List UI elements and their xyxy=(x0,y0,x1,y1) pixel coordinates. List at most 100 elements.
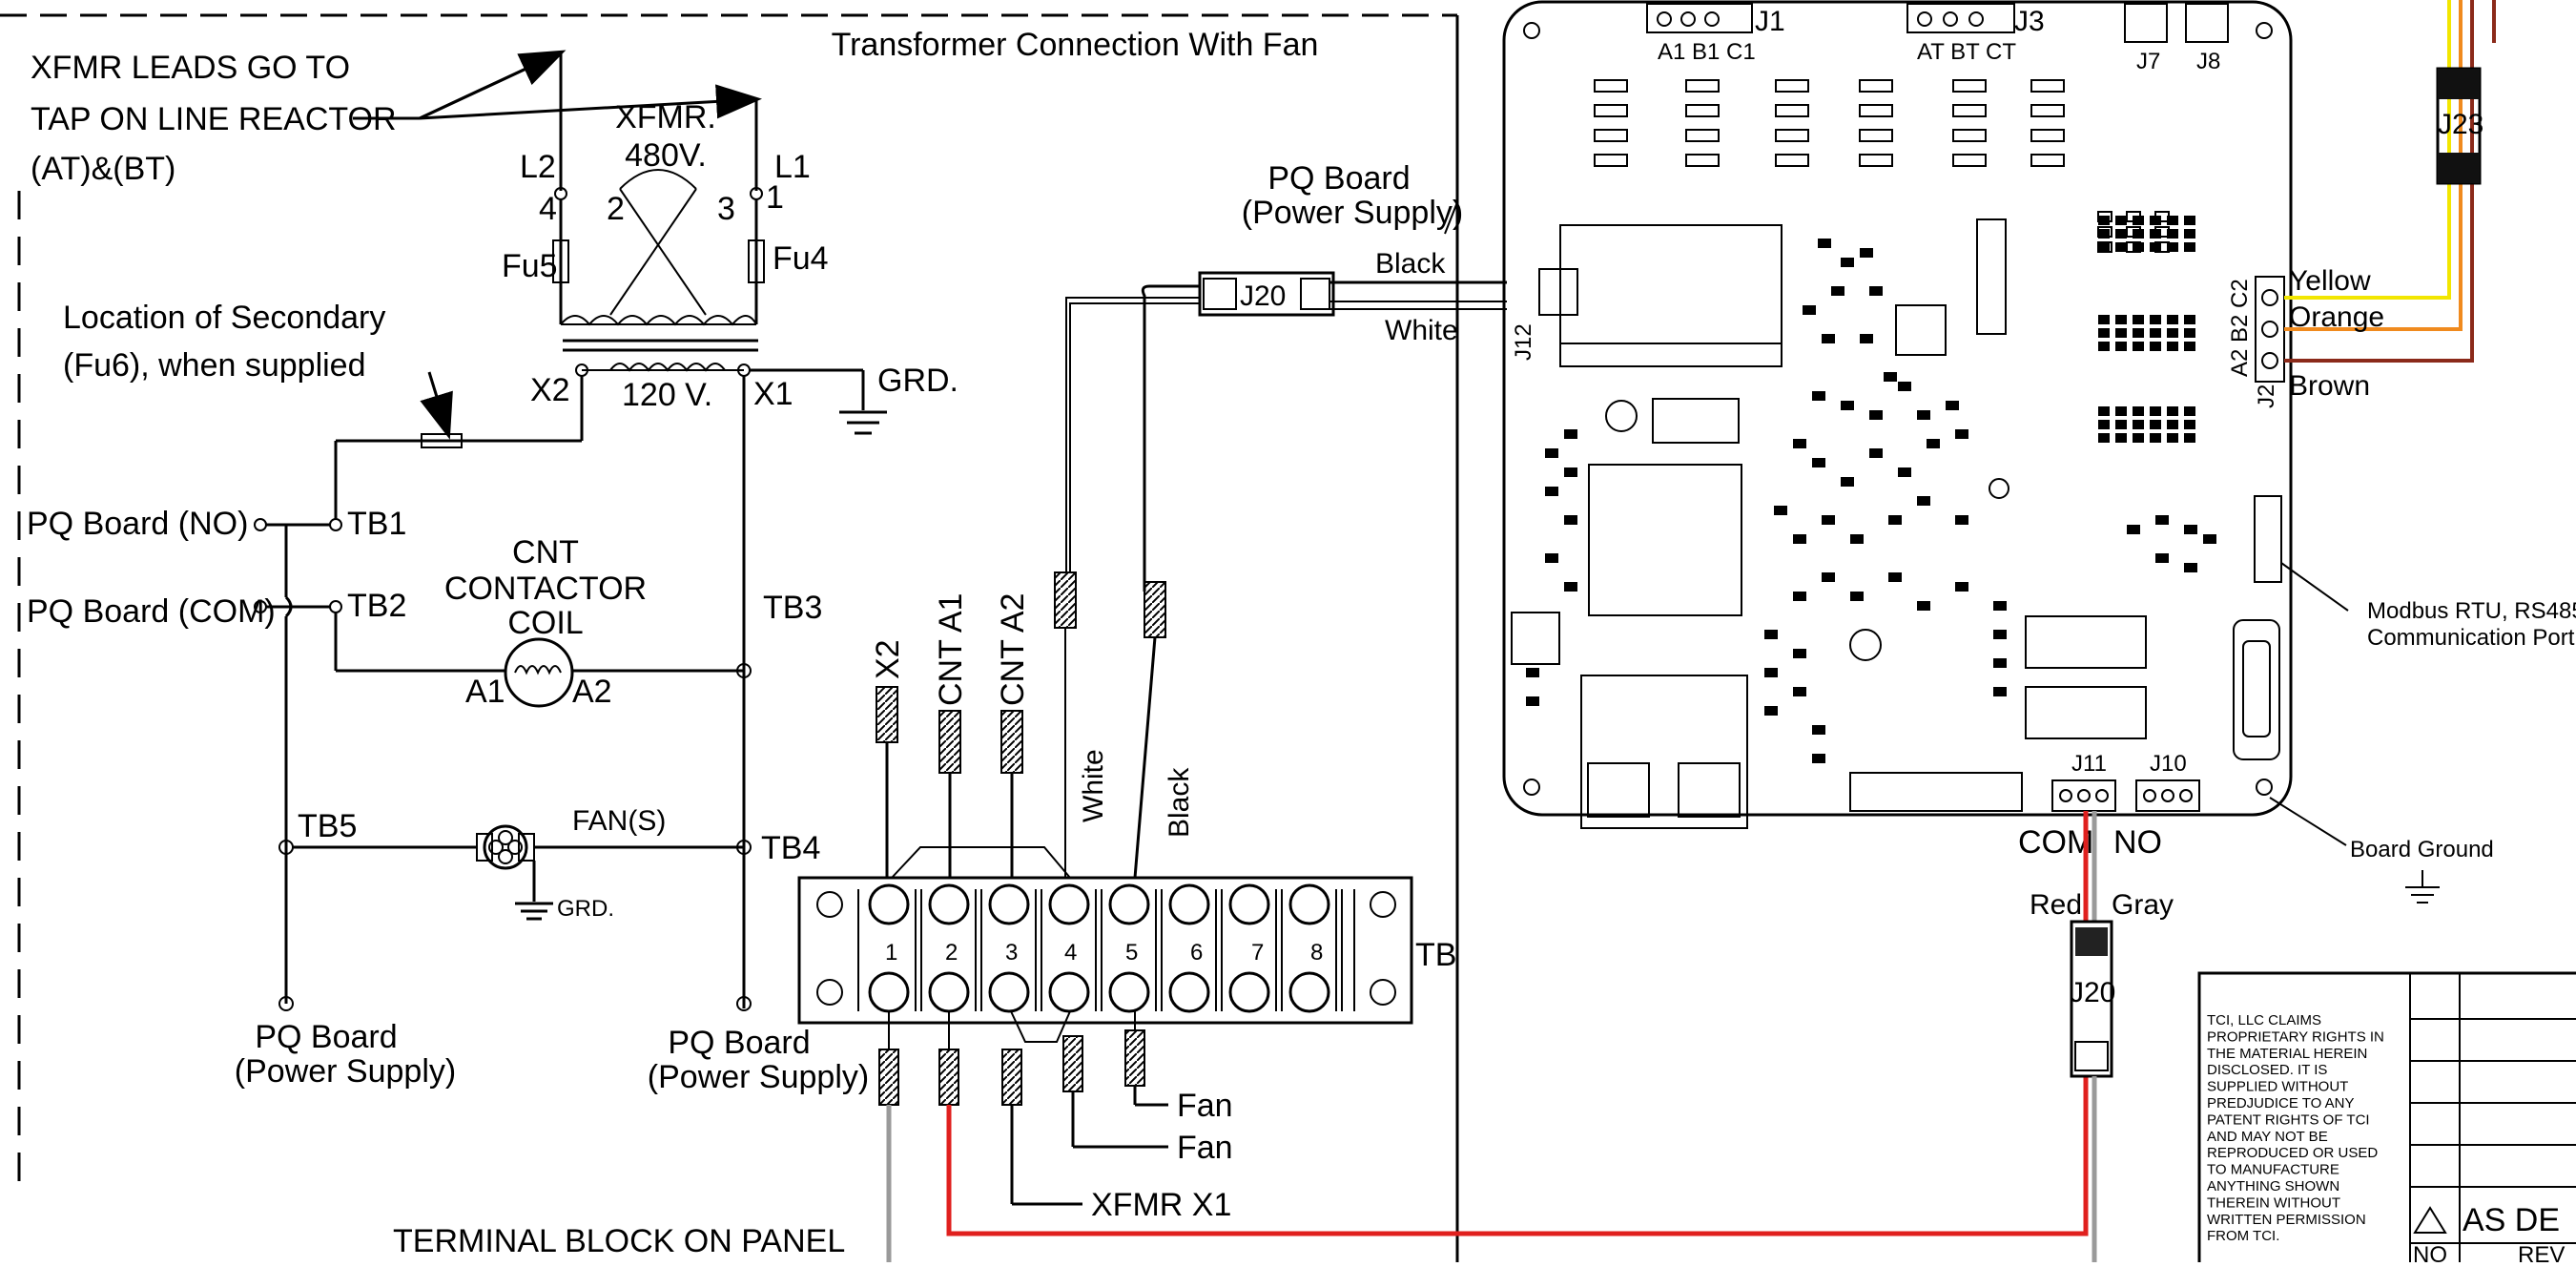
board-j2-pins: A2 B2 C2 xyxy=(2227,279,2253,377)
smd-part xyxy=(1594,154,1628,167)
control-schematic: PQ Board (NO) PQ Board (COM) TB1 TB2 CNT… xyxy=(27,506,869,1095)
smd-part xyxy=(1545,553,1558,563)
tb5-label: TB5 xyxy=(298,808,357,844)
smd-part xyxy=(2133,242,2144,252)
smd-part xyxy=(2167,229,2178,239)
legal-line: PATENT RIGHTS OF TCI xyxy=(2207,1111,2370,1128)
xfmr-tap2: 2 xyxy=(607,191,625,227)
smd-part xyxy=(1774,506,1787,515)
smd-part xyxy=(1564,467,1577,477)
smd-part xyxy=(1993,687,2007,696)
wire-x2: X2 xyxy=(870,639,906,679)
xfmr-tap1: 1 xyxy=(766,179,784,216)
transformer: XFMR. 480V. L2 L1 4 2 3 1 Fu5 Fu4 X2 120… xyxy=(502,99,958,1008)
board-j3-pins: AT BT CT xyxy=(1917,39,2016,65)
smd-part xyxy=(2115,216,2127,225)
cnt-label-3: COIL xyxy=(507,605,583,641)
tb-screw-bottom xyxy=(988,971,1030,1013)
pq-board-no: PQ Board (NO) xyxy=(27,506,248,542)
xfmr-note-line-2: TAP ON LINE REACTOR xyxy=(31,101,397,137)
relay-j20: J20 xyxy=(2070,977,2115,1008)
relay-gray: Gray xyxy=(2112,889,2174,921)
smd-part xyxy=(2098,216,2110,225)
tb-num-4: 4 xyxy=(1064,940,1077,966)
smd-part xyxy=(1898,467,1911,477)
pq-supply-harness: PQ Board (Power Supply) Black White J20 xyxy=(1064,160,1507,879)
smd-part xyxy=(2098,328,2110,338)
smd-part xyxy=(1955,515,1968,525)
xfmr-x1: X1 xyxy=(753,376,793,412)
smd-part xyxy=(1812,458,1825,467)
j20-connector-left: J20 xyxy=(1240,280,1286,312)
legal-line: TO MANUFACTURE xyxy=(2207,1162,2339,1178)
xfmr-l2: L2 xyxy=(520,149,556,185)
smd-part xyxy=(1841,258,1854,267)
ct-harness: J23 Yellow Orange Brown Modbus RTU, RS48… xyxy=(2269,0,2576,904)
smd-part xyxy=(1955,582,1968,592)
smd-part xyxy=(1812,725,1825,735)
smd-part xyxy=(1793,649,1806,658)
smd-part xyxy=(2115,328,2127,338)
smd-part xyxy=(1685,104,1720,117)
smd-part xyxy=(1831,286,1844,296)
pq-ps-right-1: PQ Board xyxy=(668,1025,810,1061)
smd-part xyxy=(1917,410,1930,420)
tb-num-5: 5 xyxy=(1125,940,1138,966)
smd-part xyxy=(2133,328,2144,338)
smd-part xyxy=(1841,477,1854,487)
coil-a2: A2 xyxy=(572,674,612,710)
smd-part xyxy=(1793,439,1806,448)
board-ground-label: Board Ground xyxy=(2350,837,2494,862)
smd-part xyxy=(1860,248,1873,258)
rev-column-label: REV xyxy=(2518,1242,2565,1262)
smd-part xyxy=(2167,242,2178,252)
fuse-fu4: Fu4 xyxy=(773,240,829,277)
smd-part xyxy=(1955,429,1968,439)
tb-screw-bottom xyxy=(1228,971,1270,1013)
board-j1-pins: A1 B1 C1 xyxy=(1658,39,1756,65)
tb-screw-top xyxy=(1168,883,1210,925)
pq-ps-left-1: PQ Board xyxy=(255,1019,397,1055)
smd-part xyxy=(1818,239,1831,248)
smd-part xyxy=(2098,315,2110,324)
smd-part xyxy=(2133,420,2144,429)
as-de-label: AS DE xyxy=(2463,1202,2560,1238)
tb-screw-bottom xyxy=(1048,971,1090,1013)
tb-num-2: 2 xyxy=(945,940,958,966)
pq-ps-right-2: (Power Supply) xyxy=(648,1059,869,1095)
smd-part xyxy=(1685,129,1720,142)
smd-part xyxy=(2133,433,2144,443)
bottom-label-fan-1: Fan xyxy=(1177,1088,1233,1124)
relay-harness: COM NO Red Gray J20 xyxy=(2018,811,2174,1262)
smd-part xyxy=(2184,216,2195,225)
modbus-label-1: Modbus RTU, RS485 xyxy=(2367,598,2576,624)
smd-part xyxy=(1952,129,1987,142)
fu6-note-line-1: Location of Secondary xyxy=(63,300,385,336)
smd-part xyxy=(2098,342,2110,351)
smd-part xyxy=(1898,382,1911,391)
smd-part xyxy=(2155,515,2169,525)
smd-part xyxy=(2030,154,2065,167)
smd-part xyxy=(2115,229,2127,239)
smd-part xyxy=(2115,342,2127,351)
smd-part xyxy=(1993,601,2007,611)
wire-label-white: White xyxy=(1385,315,1458,346)
smd-part xyxy=(2167,342,2178,351)
pq-supply-label-1: PQ Board xyxy=(1267,160,1410,197)
xfmr-tap4: 4 xyxy=(539,191,557,227)
tb-screw-top xyxy=(988,883,1030,925)
legal-line: AND MAY NOT BE xyxy=(2207,1129,2328,1145)
fan-ground-label: GRD. xyxy=(557,896,614,922)
cnt-label-1: CNT xyxy=(512,534,579,571)
smd-part xyxy=(2184,420,2195,429)
smd-part xyxy=(1775,79,1809,93)
tb-num-1: 1 xyxy=(885,940,897,966)
smd-part xyxy=(1859,79,1893,93)
smd-part xyxy=(1775,129,1809,142)
relay-no: NO xyxy=(2113,824,2162,861)
smd-part xyxy=(1859,129,1893,142)
smd-part xyxy=(2150,229,2161,239)
bottom-ferrules: Fan Fan XFMR X1 TERMINAL BLOCK ON PANEL xyxy=(393,1011,1233,1262)
wire-label-black: Black xyxy=(1375,248,1446,280)
